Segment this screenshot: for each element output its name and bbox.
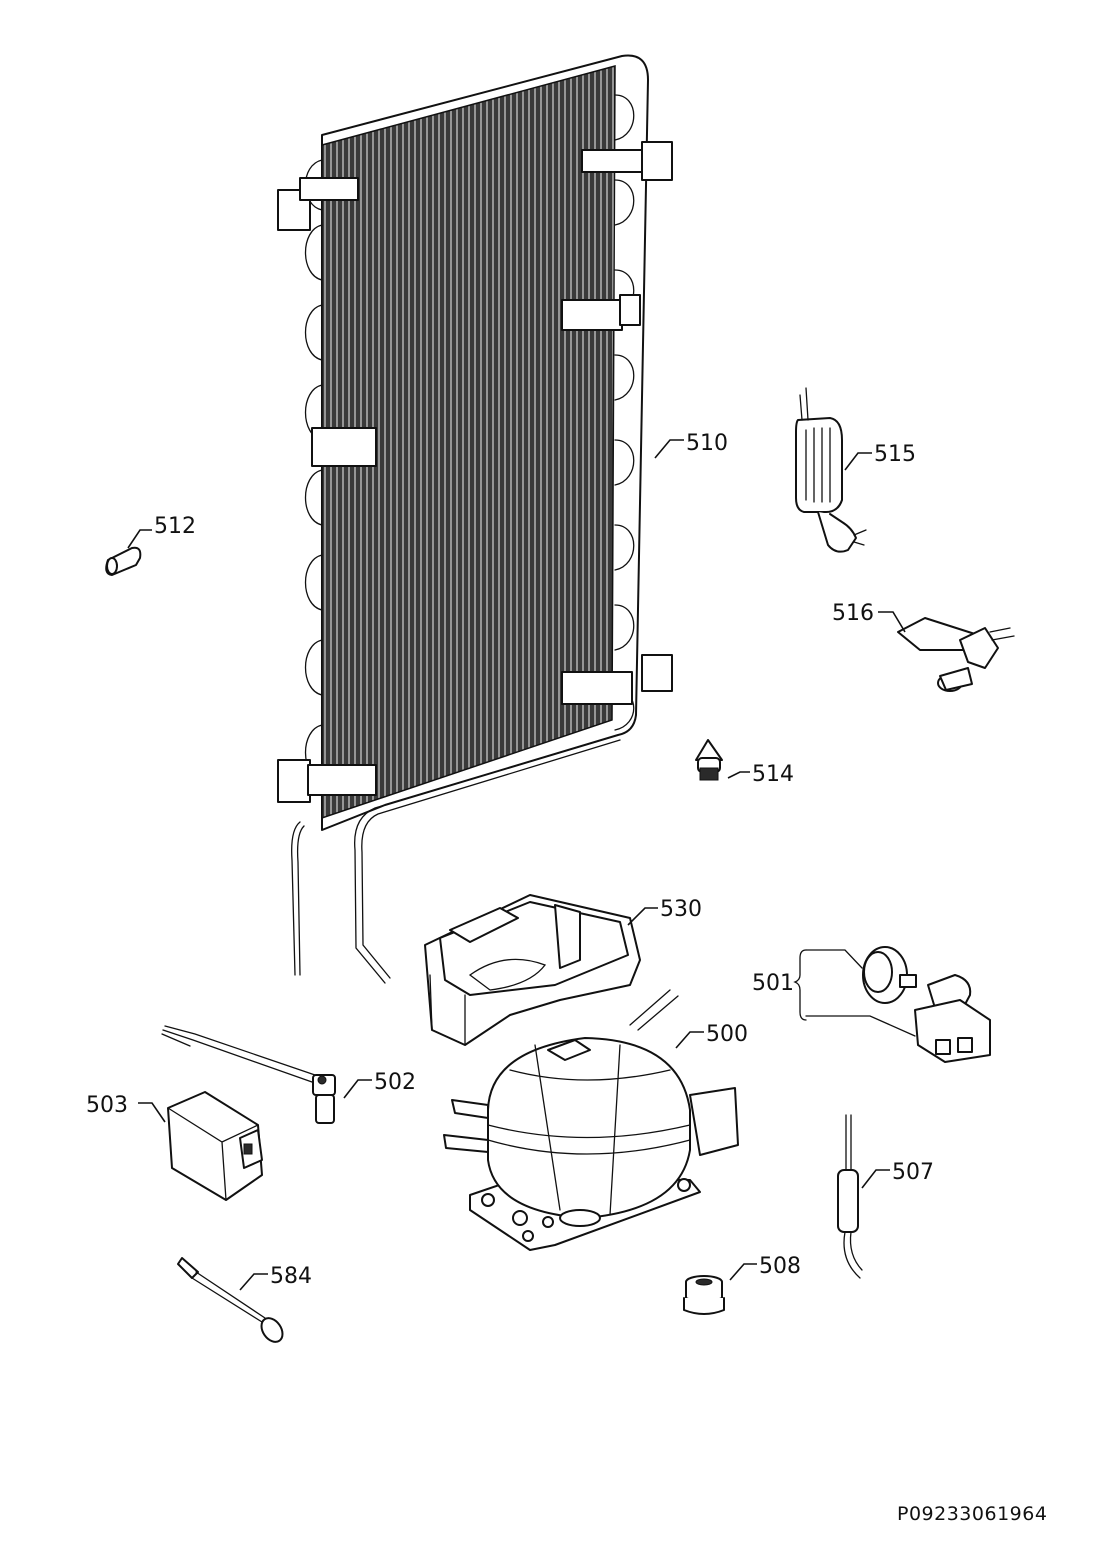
part-584 bbox=[177, 1257, 284, 1343]
label-515: 515 bbox=[874, 442, 916, 467]
label-500: 500 bbox=[706, 1022, 748, 1047]
label-507: 507 bbox=[892, 1160, 934, 1185]
label-508: 508 bbox=[759, 1254, 801, 1279]
condenser-510 bbox=[277, 54, 673, 984]
part-502 bbox=[161, 1025, 336, 1124]
drip-tray-530 bbox=[424, 894, 641, 1046]
defrost-heater-515 bbox=[795, 387, 867, 553]
relay-protector-501 bbox=[793, 946, 991, 1063]
label-584: 584 bbox=[270, 1264, 312, 1289]
part-514 bbox=[695, 739, 723, 781]
label-502: 502 bbox=[374, 1070, 416, 1095]
drawing-code: P09233061964 bbox=[897, 1503, 1047, 1525]
callout-lines bbox=[127, 439, 906, 1291]
part-508 bbox=[683, 1275, 725, 1315]
label-512: 512 bbox=[154, 514, 196, 539]
label-530: 530 bbox=[660, 897, 702, 922]
part-516 bbox=[897, 617, 1015, 692]
part-507 bbox=[837, 1114, 863, 1279]
compressor-500 bbox=[443, 989, 739, 1251]
label-514: 514 bbox=[752, 762, 794, 787]
label-501: 501 bbox=[752, 971, 794, 996]
label-510: 510 bbox=[686, 431, 728, 456]
label-503: 503 bbox=[86, 1093, 128, 1118]
part-512 bbox=[105, 546, 142, 576]
label-516: 516 bbox=[832, 601, 874, 626]
part-503 bbox=[167, 1091, 263, 1201]
